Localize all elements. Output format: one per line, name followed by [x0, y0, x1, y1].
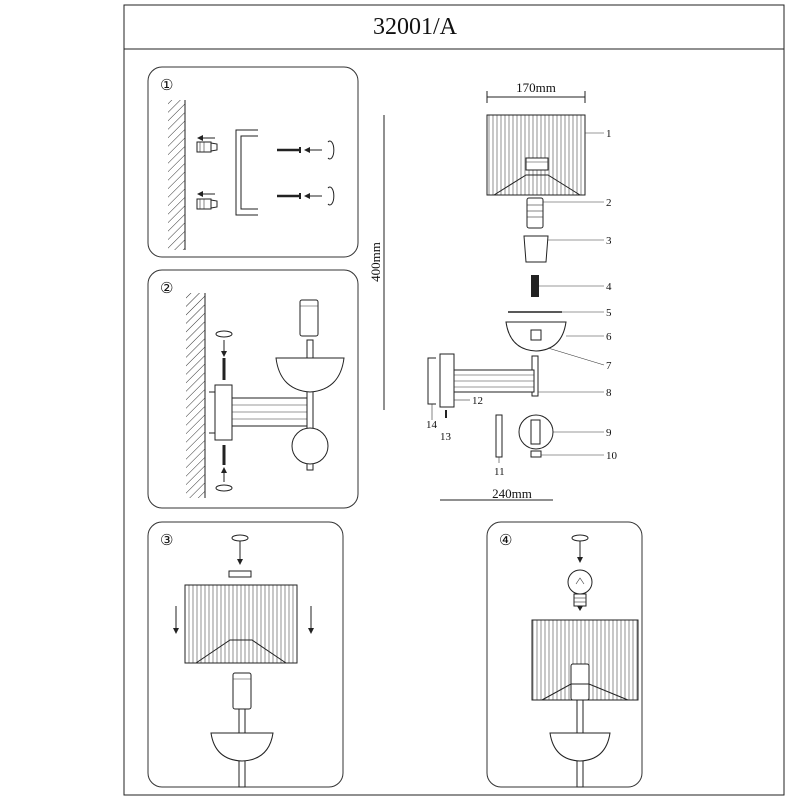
rotate-icon	[231, 534, 249, 542]
callout-11: 11	[494, 466, 505, 478]
shade-inner-frame	[195, 639, 287, 664]
total-height-dimension: 400mm	[368, 242, 383, 282]
step-1-panel: ①	[147, 66, 359, 258]
part-rod	[495, 414, 503, 458]
wall-plate	[214, 384, 233, 441]
part-bracket	[427, 357, 436, 405]
shade-width-dimension: 170mm	[516, 80, 556, 95]
step-3-panel: ③	[147, 521, 344, 788]
rotate-icon	[327, 186, 335, 206]
model-number: 32001/A	[373, 14, 458, 40]
step-4-panel: ④	[486, 521, 643, 788]
callout-14: 14	[426, 419, 438, 431]
rotate-icon	[327, 140, 335, 160]
wall	[186, 293, 206, 498]
step-1-number: ①	[160, 78, 173, 94]
callout-7: 7	[606, 360, 612, 372]
screw	[277, 147, 301, 153]
round-cover	[291, 427, 329, 465]
outer-frame	[123, 4, 785, 796]
mounting-bracket	[235, 129, 258, 216]
rotate-icon	[215, 330, 233, 338]
shade-holder-dish	[549, 732, 611, 762]
callout-10: 10	[606, 450, 618, 462]
callout-6: 6	[606, 331, 612, 343]
part-shade	[486, 114, 586, 196]
shade-holder-dish	[275, 357, 345, 393]
lamp-ring	[228, 570, 252, 578]
callout-13: 13	[440, 431, 452, 443]
part-socket	[526, 197, 544, 229]
callout-3: 3	[606, 235, 612, 247]
exploded-view: 170mm 400mm	[368, 80, 618, 501]
lamp-socket	[570, 663, 590, 701]
callout-5: 5	[606, 307, 612, 319]
part-socket-cup	[523, 235, 549, 263]
wall-plug	[196, 198, 218, 210]
lamp-socket	[232, 672, 252, 710]
callout-9: 9	[606, 427, 612, 439]
callout-2: 2	[606, 197, 612, 209]
step-3-number: ③	[160, 533, 173, 549]
step-4-number: ④	[499, 533, 512, 549]
wall	[168, 100, 186, 250]
rotate-icon	[571, 534, 589, 542]
shade-inner-frame	[541, 683, 629, 701]
callout-8: 8	[606, 387, 612, 399]
shade-holder-dish	[210, 732, 274, 762]
part-finial	[530, 450, 542, 458]
part-threaded-nipple	[531, 275, 539, 297]
lamp-shade	[184, 584, 298, 664]
rotate-icon	[215, 484, 233, 492]
callout-4: 4	[606, 281, 612, 293]
arm-length-dimension: 240mm	[492, 486, 532, 501]
lamp-socket	[299, 299, 319, 337]
step-2-number: ②	[160, 281, 173, 297]
callout-1: 1	[606, 128, 612, 140]
screw	[277, 193, 301, 199]
lamp-stem	[306, 339, 314, 471]
part-wall-plate	[439, 353, 455, 408]
callout-12: 12	[472, 395, 483, 407]
wall-plug	[196, 141, 218, 153]
light-bulb-icon	[567, 569, 593, 611]
step-2-panel: ②	[147, 269, 359, 509]
